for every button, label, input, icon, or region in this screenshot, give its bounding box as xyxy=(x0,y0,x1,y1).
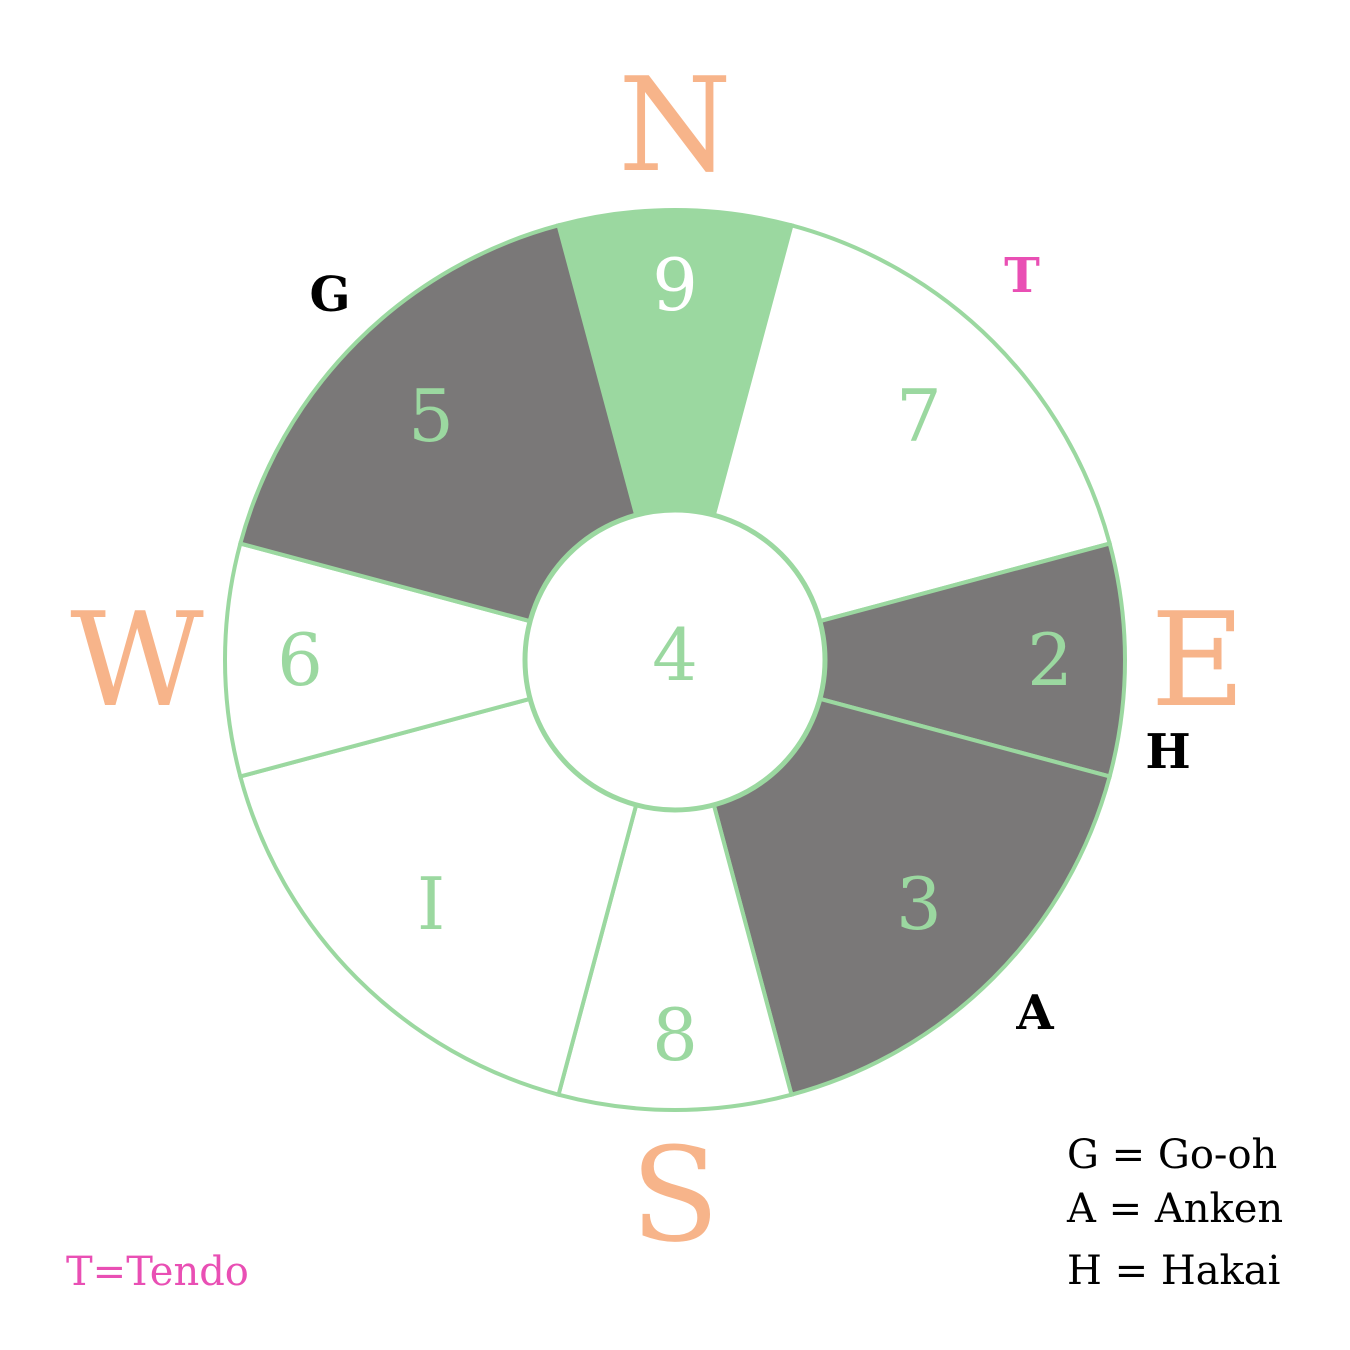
segment-number: 7 xyxy=(896,374,942,458)
segment-number: 6 xyxy=(277,618,323,702)
segment-number: I xyxy=(417,862,445,946)
marker-go-oh: G xyxy=(310,267,351,323)
segment-number: 9 xyxy=(652,243,698,327)
compass-east: E xyxy=(1151,584,1246,736)
segment-number: 8 xyxy=(652,993,698,1077)
legend-hakai: H = Hakai xyxy=(1067,1248,1280,1294)
marker-tendo: T xyxy=(1004,248,1040,304)
marker-hakai: H xyxy=(1145,724,1190,780)
compass-west: W xyxy=(70,584,204,736)
compass-north: N xyxy=(618,49,732,201)
segment-number: 5 xyxy=(408,374,454,458)
legend-anken: A = Anken xyxy=(1066,1186,1283,1232)
compass-south: S xyxy=(630,1119,719,1271)
center-circle xyxy=(522,507,828,813)
segment-number: 2 xyxy=(1027,618,1073,702)
center-number: 4 xyxy=(652,613,698,697)
legend-go-oh: G = Go-oh xyxy=(1067,1132,1277,1178)
marker-anken: A xyxy=(1015,985,1054,1041)
segment-number: 3 xyxy=(896,862,942,946)
legend-tendo: T=Tendo xyxy=(66,1249,249,1295)
